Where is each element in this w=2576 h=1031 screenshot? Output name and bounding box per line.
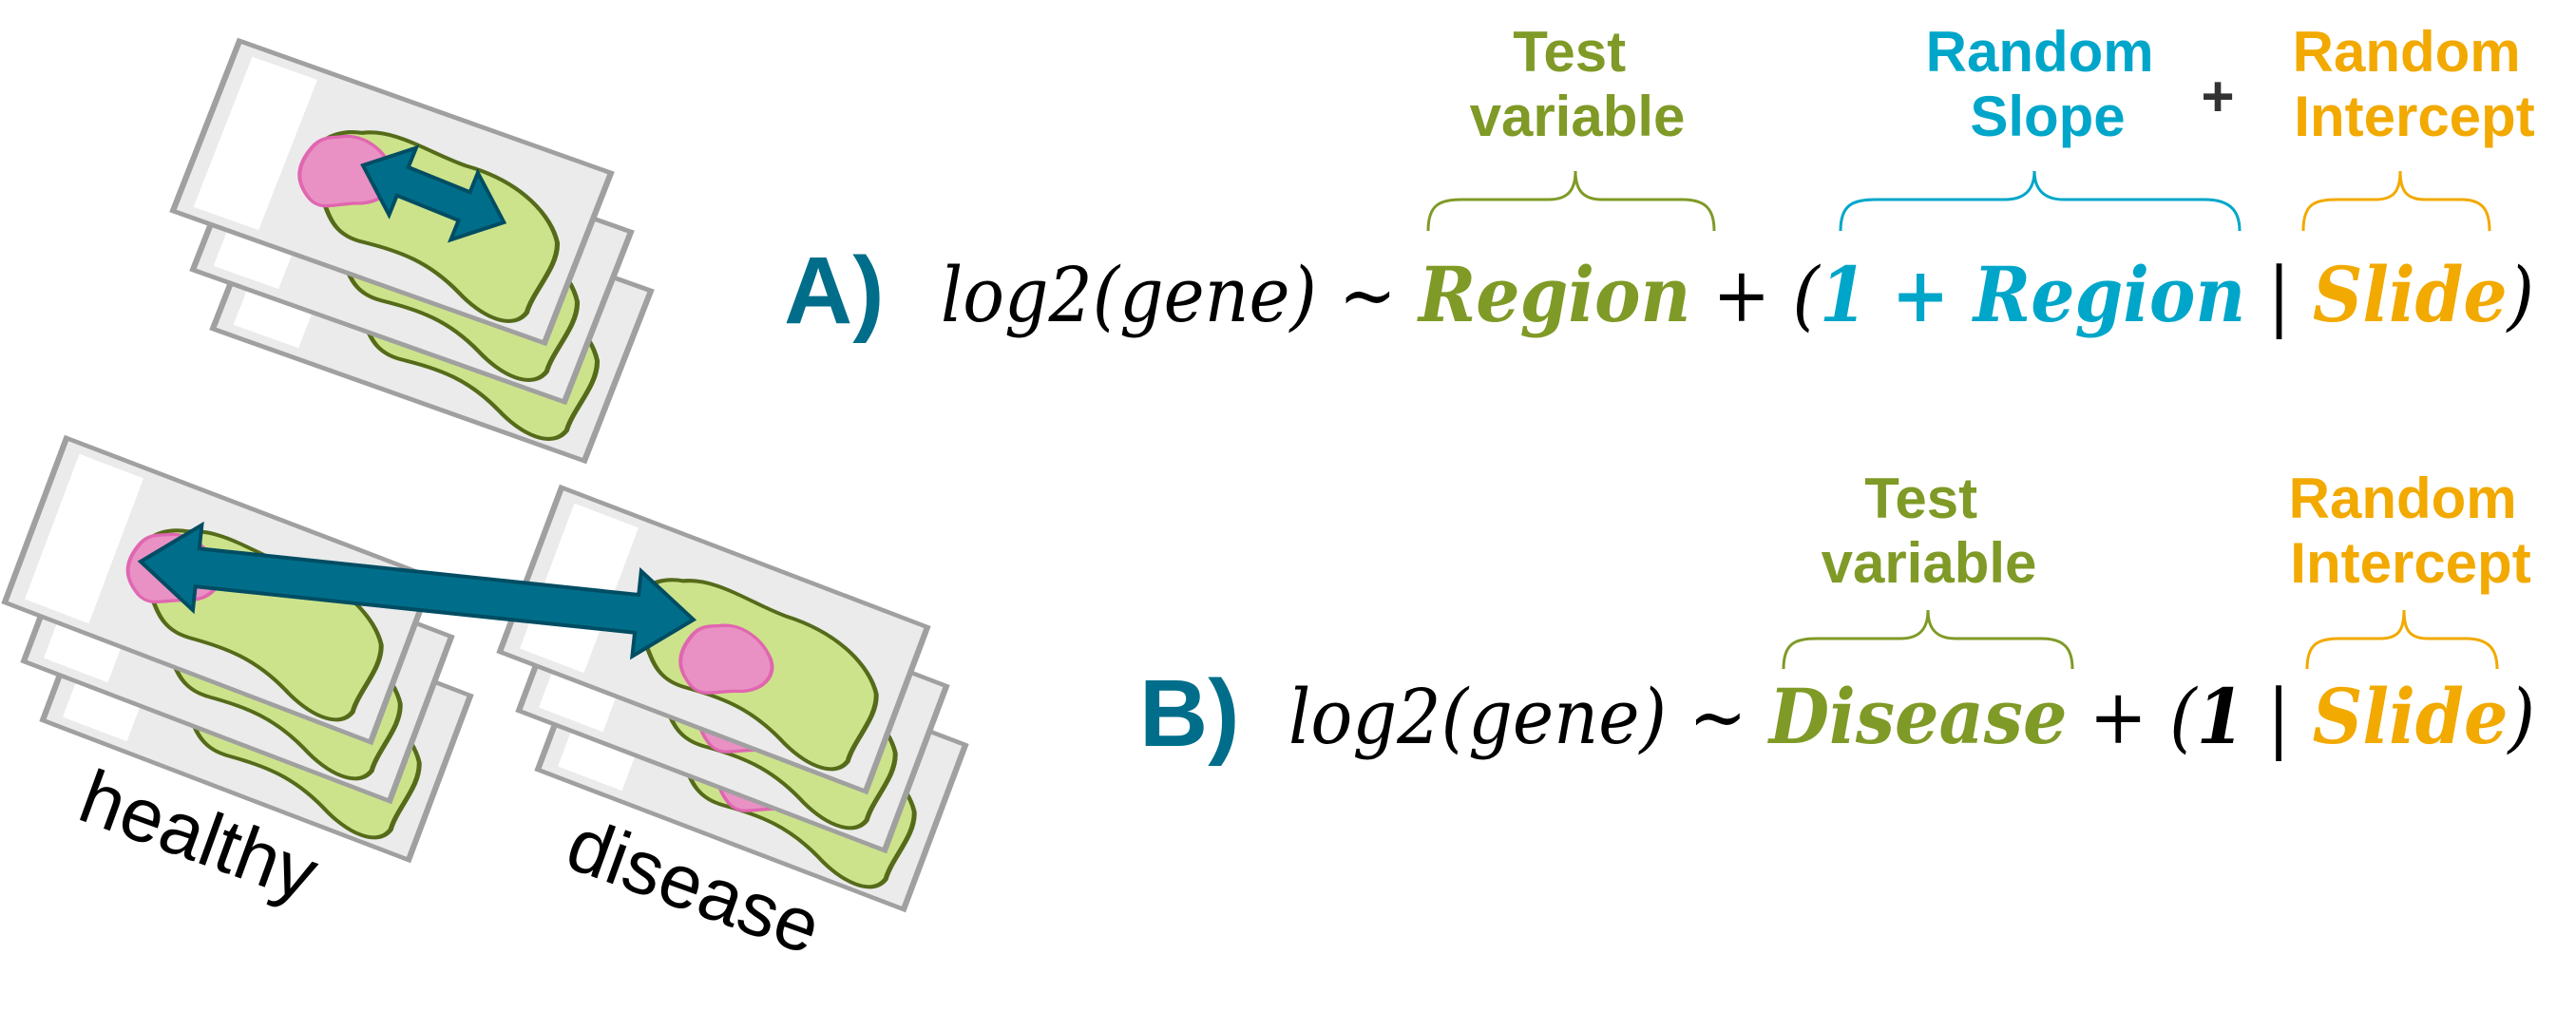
annotation-random-intercept: Random Intercept <box>2289 467 2533 595</box>
panel-b: Test variable Random Intercept B) log2(g… <box>1139 467 2535 767</box>
annotation-plus: + <box>2201 65 2234 128</box>
long-double-arrow-icon <box>137 521 697 660</box>
panel-letter-a: A) <box>784 238 885 344</box>
brace-test-variable <box>1782 609 2074 670</box>
brace-random-slope <box>1839 170 2242 232</box>
brace-test-variable <box>1426 170 1716 232</box>
formula-b: log2(gene) ~ Disease + (1 | Slide) <box>1288 672 2535 761</box>
panel-a: Test variable Random Slope + Random Inte… <box>784 20 2537 344</box>
slide-stack-healthy <box>5 438 470 860</box>
slide-stack-a <box>173 41 651 461</box>
annotation-test-variable: Test variable <box>1470 20 1686 148</box>
annotation-random-slope: Random Slope <box>1926 20 2170 148</box>
formula-a: log2(gene) ~ Region + (1 + Region | Slid… <box>941 250 2534 339</box>
panel-letter-b: B) <box>1139 660 1240 767</box>
brace-random-intercept <box>2301 170 2491 232</box>
double-arrow-icon <box>360 144 507 243</box>
brace-random-intercept <box>2305 609 2499 670</box>
annotation-random-intercept: Random Intercept <box>2293 20 2537 148</box>
annotation-test-variable: Test variable <box>1822 467 2037 595</box>
